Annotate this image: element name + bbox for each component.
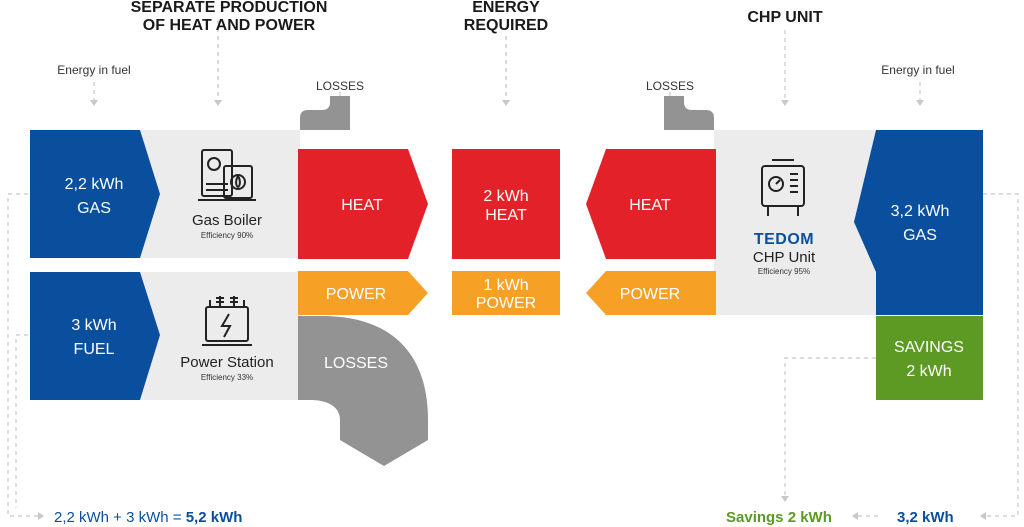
savings-value: 2 kWh [906, 363, 951, 380]
left-fuel-label: FUEL [74, 341, 115, 358]
right-gas-label: GAS [903, 227, 937, 244]
right-top-losses-arrow [664, 96, 714, 130]
dashed-guides [7, 20, 1019, 517]
losses-top-right-label: LOSSES [646, 79, 694, 93]
right-gas-value: 3,2 kWh [891, 203, 950, 220]
left-bottom-losses-arrow [298, 316, 428, 466]
chp-total-text: 3,2 kWh [897, 509, 954, 526]
losses-top-left-label: LOSSES [316, 79, 364, 93]
separate-total-equation: 2,2 kWh + 3 kWh = 5,2 kWh [54, 509, 242, 526]
savings-box [876, 316, 983, 400]
left-fuel-value: 3 kWh [71, 317, 116, 334]
right-power-label: POWER [620, 286, 680, 303]
left-fuel-arrow [30, 272, 160, 400]
separate-total-sum-text: 2,2 kWh + 3 kWh = [54, 509, 186, 526]
power-station-icon [202, 296, 252, 346]
gas-boiler-efficiency: Efficiency 90% [201, 231, 253, 240]
left-power-label: POWER [326, 286, 386, 303]
heading-separate-production-line2: OF HEAT AND POWER [143, 17, 316, 34]
power-station-name: Power Station [180, 354, 273, 371]
right-gas-arrow [854, 130, 983, 315]
savings-total-text: Savings 2 kWh [726, 509, 832, 526]
left-heat-arrow [298, 149, 428, 259]
gas-boiler-name: Gas Boiler [192, 212, 262, 229]
dashed-arrowheads [38, 100, 986, 520]
left-bottom-losses-label: LOSSES [324, 355, 388, 372]
left-gas-label: GAS [77, 200, 111, 217]
chp-unit-icon [761, 159, 805, 216]
heading-separate-production-line1: SEPARATE PRODUCTION [131, 0, 328, 16]
right-heat-arrow [586, 149, 716, 259]
left-top-losses-arrow [300, 96, 350, 130]
required-heat-box [452, 149, 560, 259]
required-heat-label: HEAT [485, 207, 527, 224]
required-power-box [452, 271, 560, 315]
heading-chp-unit: CHP UNIT [747, 9, 822, 26]
required-power-value: 1 kWh [483, 277, 528, 294]
left-gas-value: 2,2 kWh [65, 176, 124, 193]
separate-total-result: 5,2 kWh [186, 509, 243, 526]
heading-energy-required-line2: REQUIRED [464, 17, 548, 34]
chp-unit-efficiency: Efficiency 95% [758, 267, 810, 276]
gas-boiler-icon [198, 149, 256, 201]
savings-label: SAVINGS [894, 339, 964, 356]
energy-in-fuel-right-label: Energy in fuel [881, 63, 954, 77]
energy-in-fuel-left-label: Energy in fuel [57, 63, 130, 77]
right-heat-label: HEAT [629, 197, 671, 214]
left-heat-label: HEAT [341, 197, 383, 214]
left-power-arrow [298, 271, 428, 315]
heading-energy-required-line1: ENERGY [472, 0, 540, 16]
required-power-label: POWER [476, 295, 536, 312]
right-power-arrow [586, 271, 716, 315]
tedom-logo: TEDOM [754, 231, 814, 248]
chp-unit-name: CHP Unit [753, 249, 816, 266]
power-station-efficiency: Efficiency 33% [201, 373, 253, 382]
required-heat-value: 2 kWh [483, 188, 528, 205]
left-gas-arrow [30, 130, 160, 258]
